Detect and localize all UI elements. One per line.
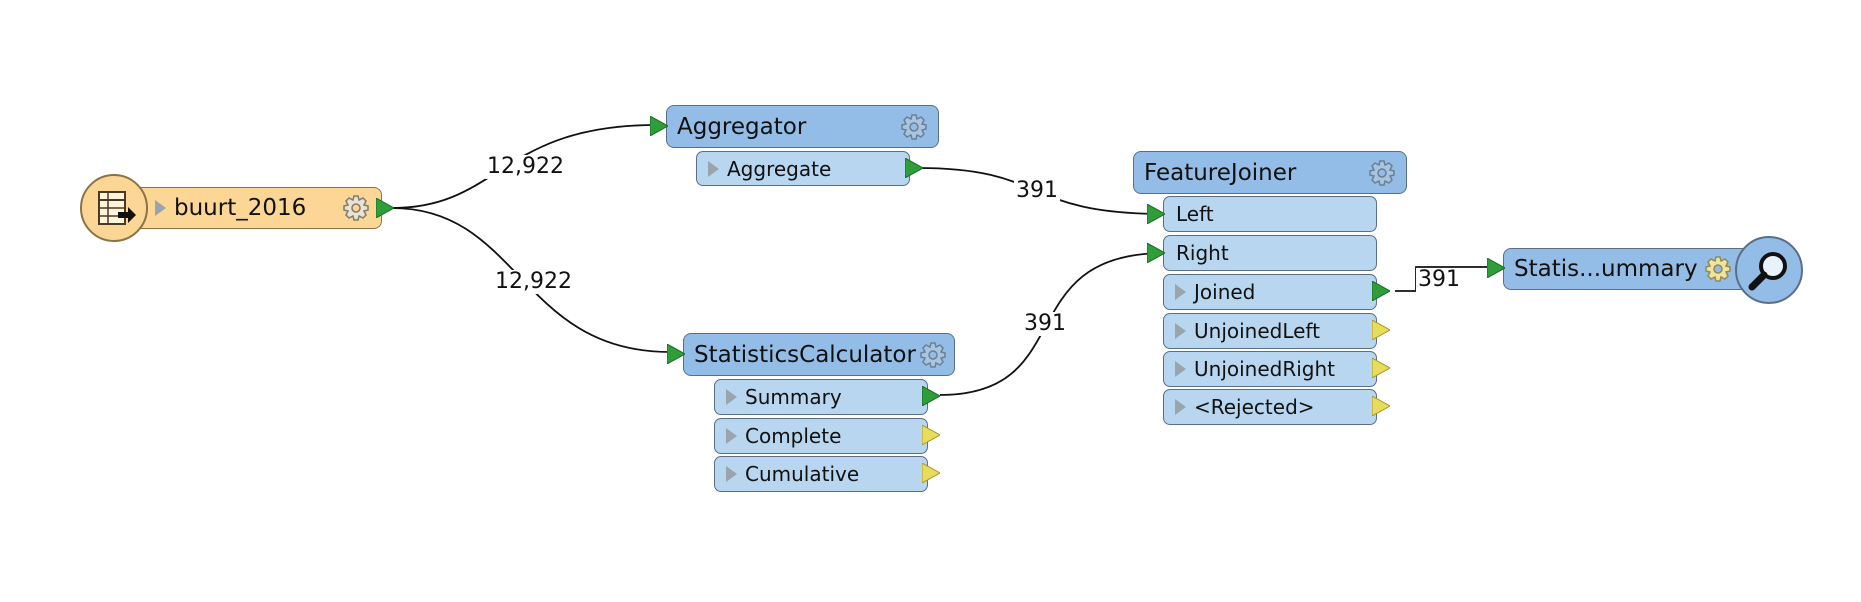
port-cumulative[interactable]: Cumulative (714, 456, 928, 492)
unconnected-port-arrow-icon[interactable] (1372, 358, 1390, 378)
port-unjoined-left[interactable]: UnjoinedLeft (1163, 313, 1377, 349)
expand-triangle-icon[interactable] (1175, 323, 1186, 339)
feature-count-reader-aggregator: 12,922 (485, 154, 566, 179)
expand-triangle-icon[interactable] (1175, 284, 1186, 300)
expand-triangle-icon[interactable] (726, 466, 737, 482)
input-port-left[interactable]: Left (1163, 196, 1377, 232)
port-rejected[interactable]: <Rejected> (1163, 389, 1377, 425)
port-label: Left (1176, 202, 1214, 226)
feature-count-reader-statistics: 12,922 (493, 269, 574, 294)
gear-icon[interactable] (341, 193, 371, 223)
reader-name: buurt_2016 (174, 195, 307, 221)
expand-triangle-icon[interactable] (155, 200, 166, 216)
feature-count-aggregate-left: 391 (1014, 178, 1060, 203)
expand-triangle-icon[interactable] (1175, 399, 1186, 415)
port-label: Right (1176, 241, 1229, 265)
unconnected-port-arrow-icon[interactable] (1372, 320, 1390, 340)
port-label: UnjoinedLeft (1194, 319, 1320, 343)
input-port-arrow-icon[interactable] (1487, 258, 1505, 278)
feature-joiner-title: FeatureJoiner (1144, 159, 1297, 186)
port-label: Complete (745, 424, 842, 448)
table-reader-icon (80, 174, 148, 242)
input-port-arrow-icon[interactable] (650, 116, 668, 136)
input-port-arrow-icon[interactable] (667, 344, 685, 364)
port-label: Aggregate (727, 156, 832, 181)
gear-icon[interactable] (1703, 254, 1733, 284)
output-port-arrow-icon[interactable] (905, 158, 923, 178)
feature-count-summary-right: 391 (1022, 311, 1068, 336)
output-port-arrow-icon[interactable] (376, 198, 394, 218)
gear-icon[interactable] (918, 340, 948, 370)
expand-triangle-icon[interactable] (726, 428, 737, 444)
unconnected-port-arrow-icon[interactable] (1372, 396, 1390, 416)
port-summary[interactable]: Summary (714, 379, 928, 415)
input-port-right[interactable]: Right (1163, 235, 1377, 271)
feature-count-joined-inspector: 391 (1416, 267, 1462, 292)
feature-joiner-transformer[interactable]: FeatureJoiner (1133, 151, 1407, 194)
port-label: Cumulative (745, 462, 860, 486)
statistics-calculator-transformer[interactable]: StatisticsCalculator (683, 333, 955, 376)
port-aggregate[interactable]: Aggregate (696, 151, 910, 186)
input-port-arrow-icon[interactable] (1147, 243, 1165, 263)
port-label: UnjoinedRight (1194, 357, 1336, 381)
port-joined[interactable]: Joined (1163, 274, 1377, 310)
port-label: Summary (745, 385, 842, 409)
aggregator-title: Aggregator (677, 113, 807, 140)
gear-icon[interactable] (1367, 158, 1397, 188)
unconnected-port-arrow-icon[interactable] (922, 425, 940, 445)
expand-triangle-icon[interactable] (1175, 361, 1186, 377)
port-unjoined-right[interactable]: UnjoinedRight (1163, 351, 1377, 387)
magnifier-icon[interactable] (1735, 236, 1803, 304)
input-port-arrow-icon[interactable] (1147, 204, 1165, 224)
aggregator-transformer[interactable]: Aggregator (666, 105, 939, 148)
inspector-title: Statis...ummary (1514, 256, 1698, 282)
expand-triangle-icon[interactable] (726, 389, 737, 405)
output-port-arrow-icon[interactable] (1372, 281, 1390, 301)
port-label: <Rejected> (1194, 395, 1315, 419)
gear-icon[interactable] (899, 112, 929, 142)
unconnected-port-arrow-icon[interactable] (922, 463, 940, 483)
port-label: Joined (1194, 280, 1256, 304)
output-port-arrow-icon[interactable] (922, 386, 940, 406)
reader-buurt-2016[interactable]: buurt_2016 (112, 187, 382, 229)
port-complete[interactable]: Complete (714, 418, 928, 454)
expand-triangle-icon[interactable] (708, 160, 719, 177)
statistics-calculator-title: StatisticsCalculator (694, 341, 916, 368)
